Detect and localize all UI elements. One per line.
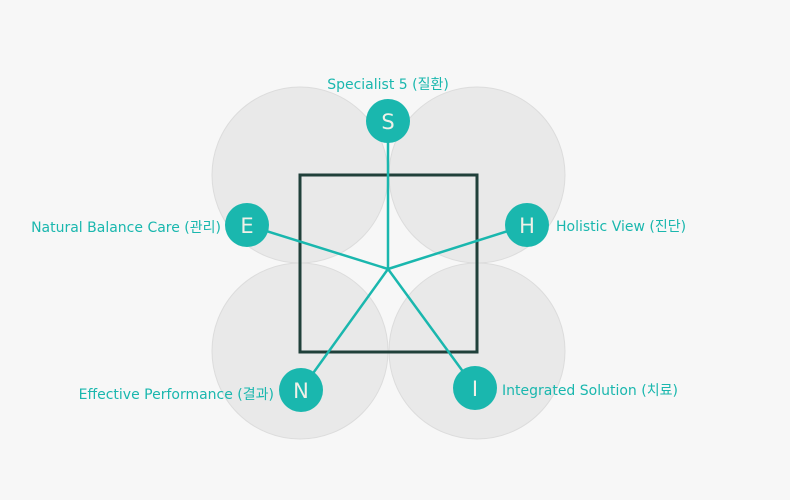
- node-i[interactable]: I Integrated Solution (치료): [453, 366, 678, 410]
- node-s[interactable]: S Specialist 5 (질환): [327, 77, 449, 143]
- node-h-label: Holistic View (진단): [556, 219, 686, 235]
- node-i-circle: [453, 366, 497, 410]
- connector-line-h: [386, 223, 529, 271]
- node-e-label: Natural Balance Care (관리): [31, 220, 221, 236]
- node-n-label: Effective Performance (결과): [79, 387, 274, 403]
- node-n-letter: N: [293, 379, 309, 403]
- node-s-label: Specialist 5 (질환): [327, 77, 449, 93]
- connector-lines: [245, 119, 529, 392]
- connector-line-e: [245, 223, 390, 271]
- connector-line-i: [386, 267, 477, 390]
- node-n[interactable]: N Effective Performance (결과): [79, 368, 323, 412]
- node-s-letter: S: [381, 110, 394, 134]
- node-i-letter: I: [472, 377, 478, 401]
- node-i-label: Integrated Solution (치료): [502, 383, 678, 399]
- node-s-circle: [366, 99, 410, 143]
- node-h[interactable]: H Holistic View (진단): [505, 203, 686, 247]
- node-n-circle: [279, 368, 323, 412]
- node-e-circle: [225, 203, 269, 247]
- connector-line-n: [299, 267, 390, 392]
- node-h-letter: H: [519, 214, 535, 238]
- node-e[interactable]: E Natural Balance Care (관리): [31, 203, 269, 247]
- node-h-circle: [505, 203, 549, 247]
- node-e-letter: E: [240, 214, 253, 238]
